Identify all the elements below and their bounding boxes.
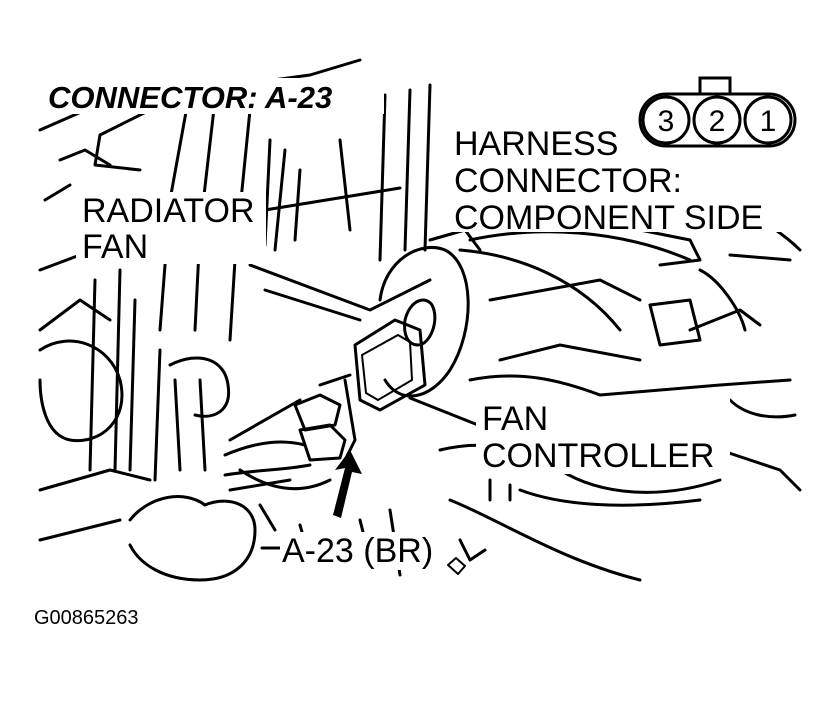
pin-2-label: 2 — [709, 105, 726, 138]
radiator-label-line1: RADIATOR — [82, 192, 255, 230]
figure-id: G00865263 — [34, 607, 139, 629]
pin-3-label: 3 — [658, 105, 675, 138]
fan-controller-leader — [408, 396, 480, 427]
harness-label-line2: CONNECTOR: — [454, 162, 682, 200]
radiator-fan-leader — [263, 186, 402, 212]
leader-lines — [260, 186, 480, 550]
label-masks — [30, 78, 786, 632]
pin-1-label: 1 — [760, 105, 777, 138]
engine-bay-artwork — [38, 58, 802, 582]
fan-controller-label-line2: CONTROLLER — [482, 437, 714, 475]
connector-title: CONNECTOR: A-23 — [48, 80, 332, 115]
pin-3-circle — [641, 95, 691, 145]
fan-controller-label-line1: FAN — [482, 400, 548, 438]
harness-label-line1: HARNESS — [454, 125, 618, 163]
harness-label-line3: COMPONENT SIDE — [454, 199, 763, 237]
radiator-label-line2: FAN — [82, 228, 148, 266]
harness-connector-symbol: 3 2 1 — [638, 76, 797, 148]
connector-id-label: A-23 (BR) — [282, 532, 433, 570]
pin-2-circle — [692, 95, 742, 145]
pin-1-circle — [743, 95, 793, 145]
